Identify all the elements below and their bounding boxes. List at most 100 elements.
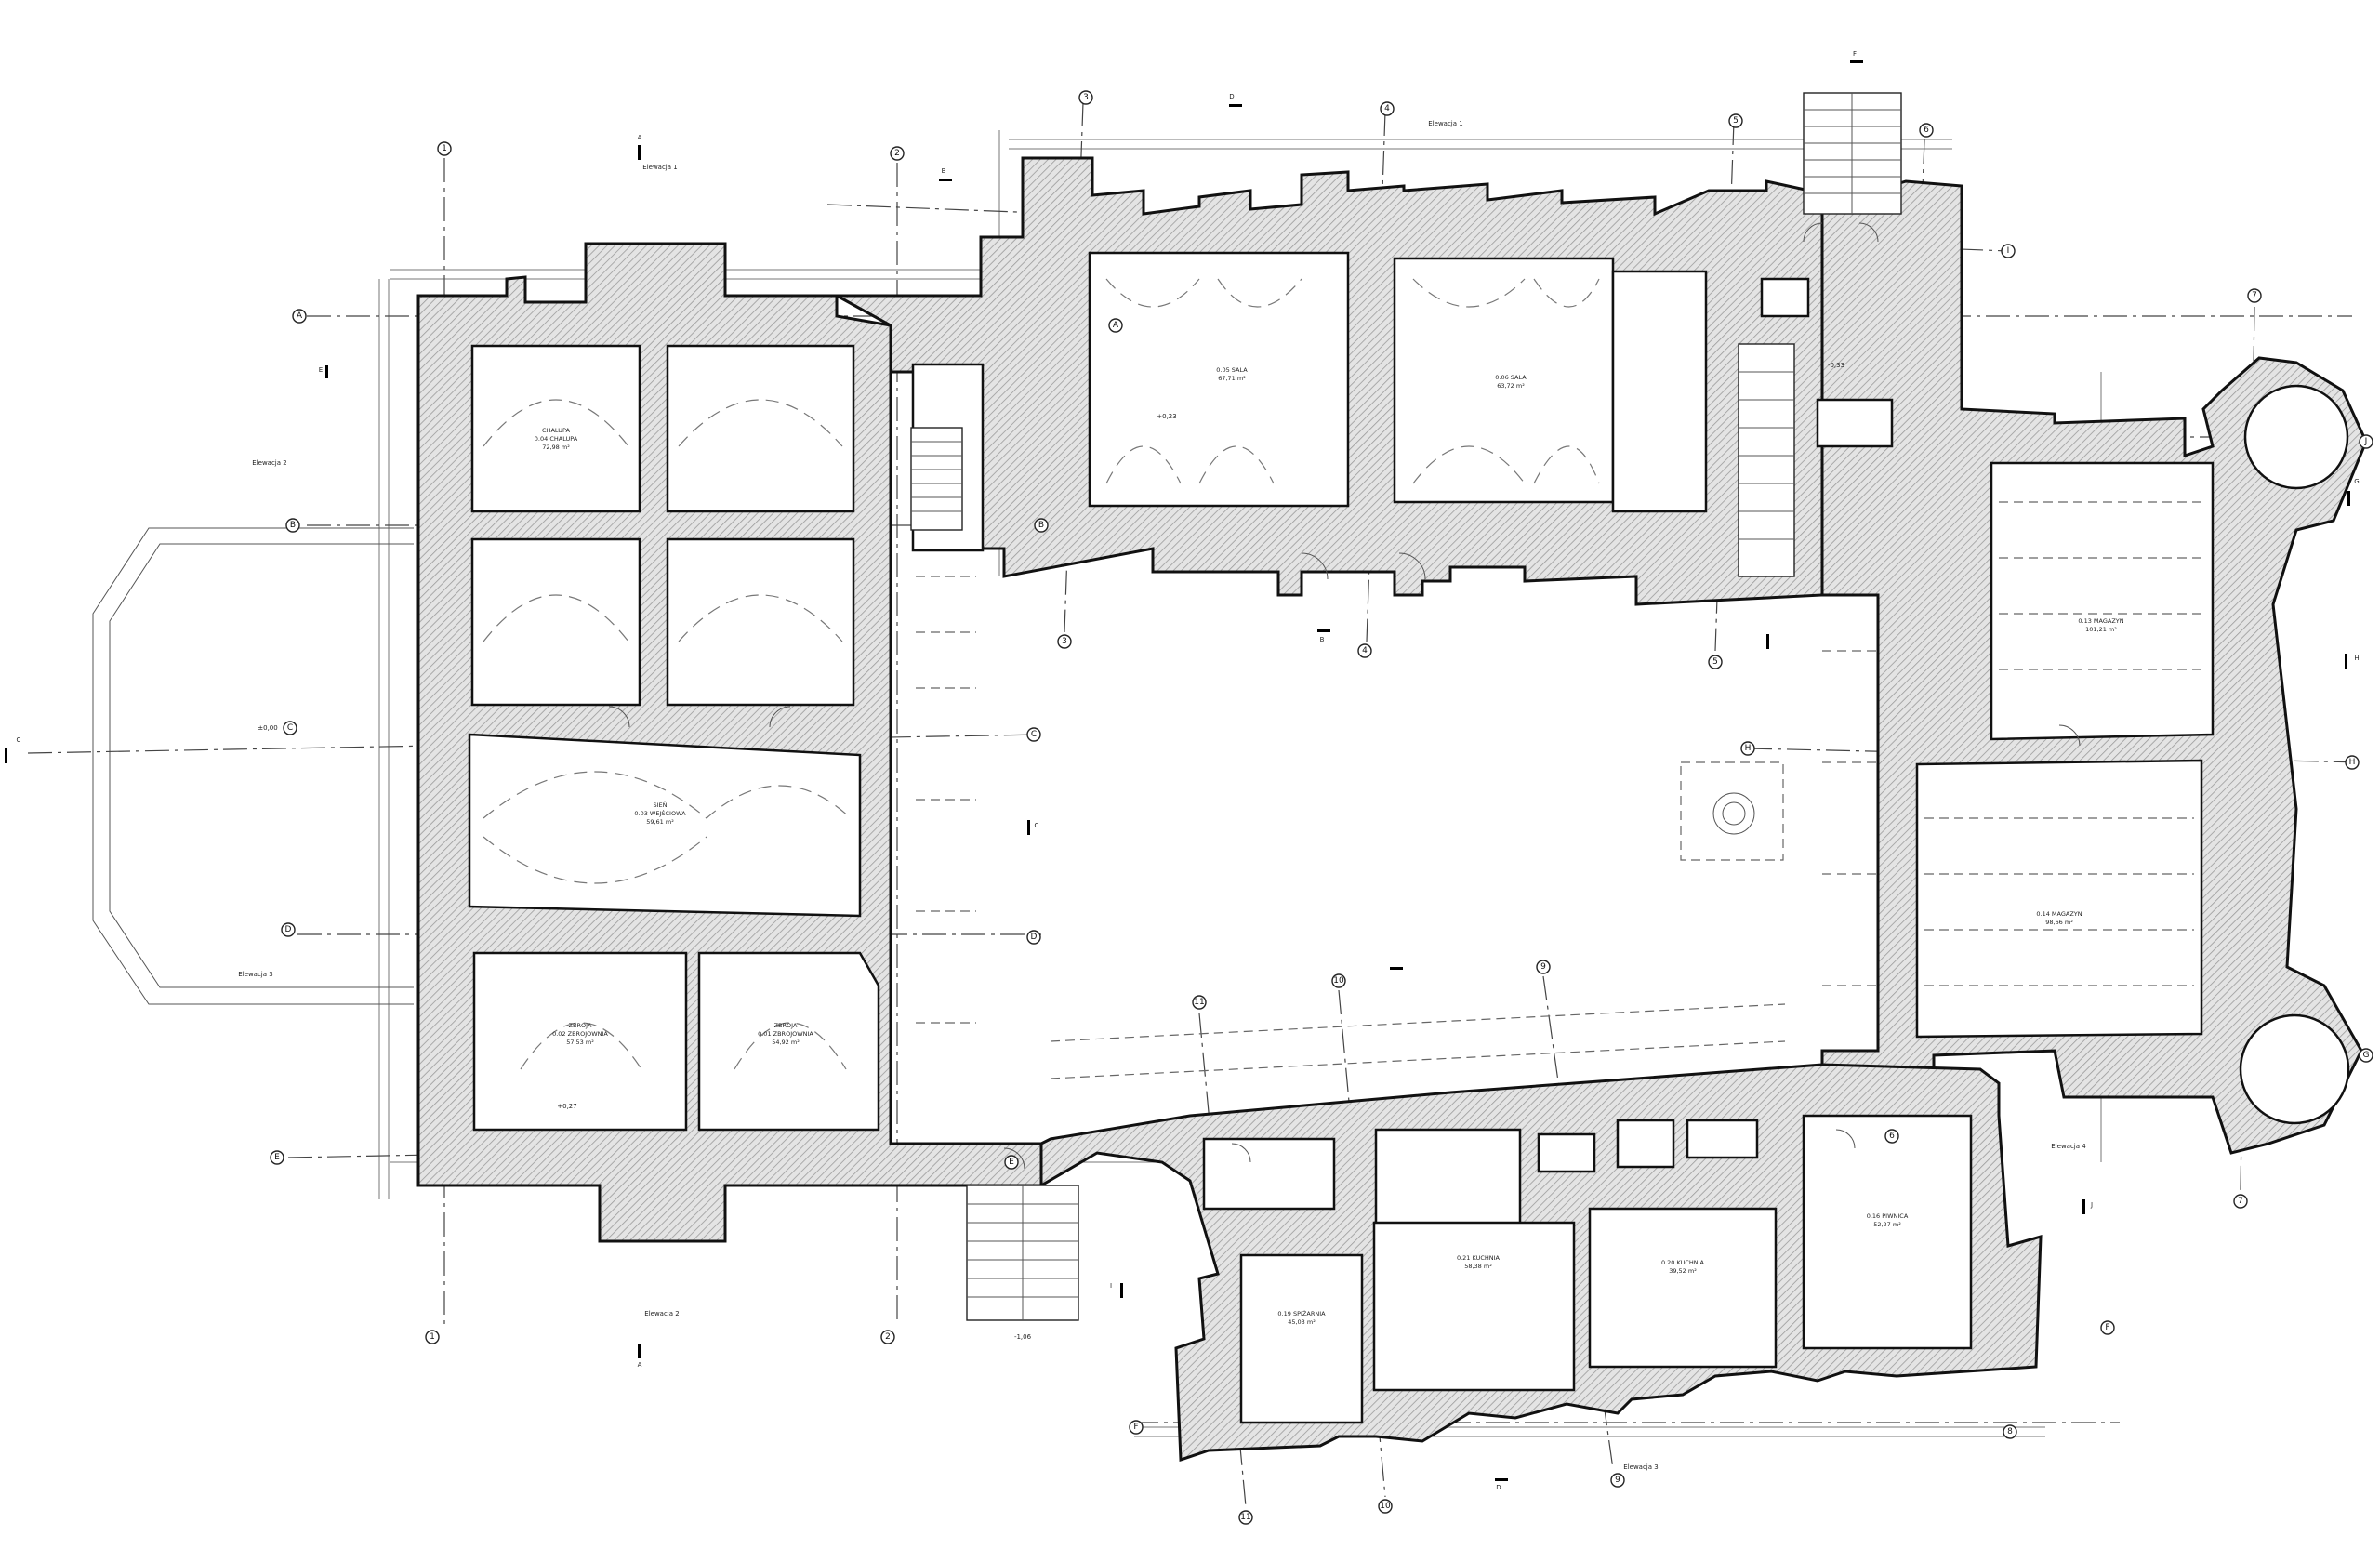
svg-text:F: F: [1133, 1423, 1138, 1432]
svg-text:I: I: [2007, 246, 2010, 256]
svg-text:101,21 m²: 101,21 m²: [2085, 626, 2117, 633]
level-stairs: -1,06: [1014, 1333, 1032, 1341]
section-mark-d-top: D: [1229, 93, 1242, 107]
stairs-north-east: [1738, 343, 1795, 577]
room-labels: CHALUPA 0.04 CHALUPA 72,98 m² SIEŃ 0.03 …: [535, 366, 2124, 1326]
svg-text:4: 4: [1362, 646, 1368, 655]
axis-bubble-D-mid: D: [1026, 930, 1041, 945]
axis-bubble-H-left: H: [1740, 741, 1755, 756]
svg-text:B: B: [942, 167, 946, 175]
svg-text:C: C: [1031, 730, 1037, 739]
svg-text:G: G: [2354, 478, 2359, 485]
svg-text:58,38 m²: 58,38 m²: [1464, 1263, 1492, 1270]
svg-text:F: F: [2105, 1323, 2109, 1332]
svg-text:J: J: [2364, 437, 2368, 446]
section-mark-g-right: G: [2347, 478, 2360, 506]
svg-text:11: 11: [1194, 998, 1204, 1007]
axis-bubble-F-left: F: [1129, 1420, 1144, 1435]
svg-text:0.02 ZBROJOWNIA: 0.02 ZBROJOWNIA: [552, 1030, 608, 1038]
axis-bubble-A-mid: A: [1108, 318, 1123, 333]
walls-east-wing: [1760, 179, 2368, 1155]
outline-west-wing: [92, 527, 1784, 1005]
vault-lines: [483, 278, 2203, 1079]
svg-text:D: D: [1031, 933, 1038, 942]
room-label-r3: ZBROJA 0.02 ZBROJOWNIA 57,53 m²: [552, 1022, 608, 1046]
svg-text:A: A: [297, 311, 303, 321]
section-mark-l-top: [1390, 967, 1403, 970]
axis-bubble-1-top: 1: [437, 141, 452, 156]
axis-bubble-10-bottom: 10: [1378, 1499, 1393, 1514]
svg-text:I: I: [1110, 1282, 1112, 1290]
svg-text:63,72 m²: 63,72 m²: [1497, 382, 1525, 390]
axis-bubble-6-top: 6: [1919, 123, 1934, 138]
svg-text:G: G: [2363, 1051, 2370, 1060]
svg-text:4: 4: [1384, 104, 1390, 113]
walls-north-wing: [836, 156, 1824, 606]
room-label-r9: 0.21 KUCHNIA 58,38 m²: [1457, 1254, 1501, 1270]
svg-text:10: 10: [1380, 1502, 1391, 1511]
svg-text:F: F: [1853, 50, 1857, 58]
room-label-r5: 0.05 SALA 67,71 m²: [1216, 366, 1248, 382]
axis-bubble-10-top: 10: [1331, 973, 1346, 988]
svg-text:A: A: [1113, 321, 1119, 330]
svg-text:0.20 KUCHNIA: 0.20 KUCHNIA: [1661, 1259, 1705, 1266]
room-label-r2: SIEŃ 0.03 WEJŚCIOWA 59,61 m²: [634, 801, 686, 826]
level-room-r3: +0,27: [557, 1103, 576, 1110]
axis-bubble-5-bottom: 5: [1708, 655, 1723, 669]
axis-bubble-F-right: F: [2100, 1320, 2115, 1335]
elevation-tag-southwest: Elewacja 3: [238, 971, 272, 978]
svg-text:3: 3: [1083, 93, 1089, 102]
svg-text:0.06 SALA: 0.06 SALA: [1495, 374, 1527, 381]
svg-text:E: E: [274, 1153, 280, 1162]
svg-text:67,71 m²: 67,71 m²: [1218, 375, 1246, 382]
stairs-south-west: [966, 1185, 1079, 1321]
svg-text:0.01 ZBROJOWNIA: 0.01 ZBROJOWNIA: [758, 1030, 813, 1038]
section-mark-a-top: A: [638, 134, 642, 160]
svg-text:C: C: [287, 723, 293, 733]
axis-bubble-I-right: I: [2001, 244, 2016, 258]
axis-bubble-4-top: 4: [1380, 101, 1395, 116]
svg-text:D: D: [285, 925, 292, 934]
section-mark-c-right: C: [1027, 820, 1039, 835]
svg-text:0.21 KUCHNIA: 0.21 KUCHNIA: [1457, 1254, 1501, 1262]
svg-text:A: A: [638, 1361, 642, 1369]
elevation-tags: Elewacja 1 Elewacja 2 Elewacja 3 Elewacj…: [238, 120, 2086, 1471]
section-markers: A A B B C C D D E F G H I J: [5, 50, 2360, 1491]
svg-text:A: A: [638, 134, 642, 141]
axis-bubble-3-top: 3: [1078, 90, 1093, 105]
svg-text:1: 1: [442, 144, 447, 153]
svg-text:59,61 m²: 59,61 m²: [646, 818, 674, 826]
svg-text:45,03 m²: 45,03 m²: [1288, 1318, 1316, 1326]
svg-text:5: 5: [1733, 116, 1739, 126]
room-label-r12: 0.16 PIWNICA 52,27 m²: [1867, 1212, 1909, 1228]
svg-text:39,52 m²: 39,52 m²: [1669, 1267, 1697, 1275]
level-west: ±0,00: [258, 724, 277, 732]
level-north-sala: +0,23: [1157, 413, 1176, 420]
svg-text:H: H: [2349, 758, 2356, 767]
svg-text:B: B: [1320, 636, 1325, 643]
section-mark-f-top: F: [1850, 50, 1863, 63]
section-mark-h-right: H: [2345, 654, 2360, 669]
svg-text:98,66 m²: 98,66 m²: [2045, 919, 2073, 926]
room-label-r7: 0.13 MAGAZYN 101,21 m²: [2078, 617, 2123, 633]
svg-text:57,53 m²: 57,53 m²: [566, 1039, 594, 1046]
svg-text:0.03 WEJŚCIOWA: 0.03 WEJŚCIOWA: [634, 809, 686, 817]
svg-text:B: B: [1038, 521, 1044, 530]
svg-text:2: 2: [894, 149, 900, 158]
svg-text:3: 3: [1062, 637, 1067, 646]
svg-text:54,92 m²: 54,92 m²: [772, 1039, 800, 1046]
axis-bubble-H-right: H: [2345, 755, 2360, 770]
elevation-tag-north-2: Elewacja 1: [1428, 120, 1462, 127]
svg-text:D: D: [1496, 1484, 1501, 1491]
section-mark-j-right: J: [2082, 1199, 2093, 1214]
svg-text:72,98 m²: 72,98 m²: [542, 444, 570, 451]
section-mark-d-bottom: D: [1495, 1478, 1508, 1491]
section-mark-a-bottom: A: [638, 1344, 642, 1369]
walls-south-wing: [1039, 1063, 2043, 1463]
section-mark-c-left: C: [5, 736, 21, 763]
svg-text:0.13 MAGAZYN: 0.13 MAGAZYN: [2078, 617, 2123, 625]
room-label-r10: 0.20 KUCHNIA 39,52 m²: [1661, 1259, 1705, 1275]
section-mark-b-bottom: B: [1317, 629, 1330, 643]
axis-bubble-J-right: J: [2359, 434, 2373, 449]
